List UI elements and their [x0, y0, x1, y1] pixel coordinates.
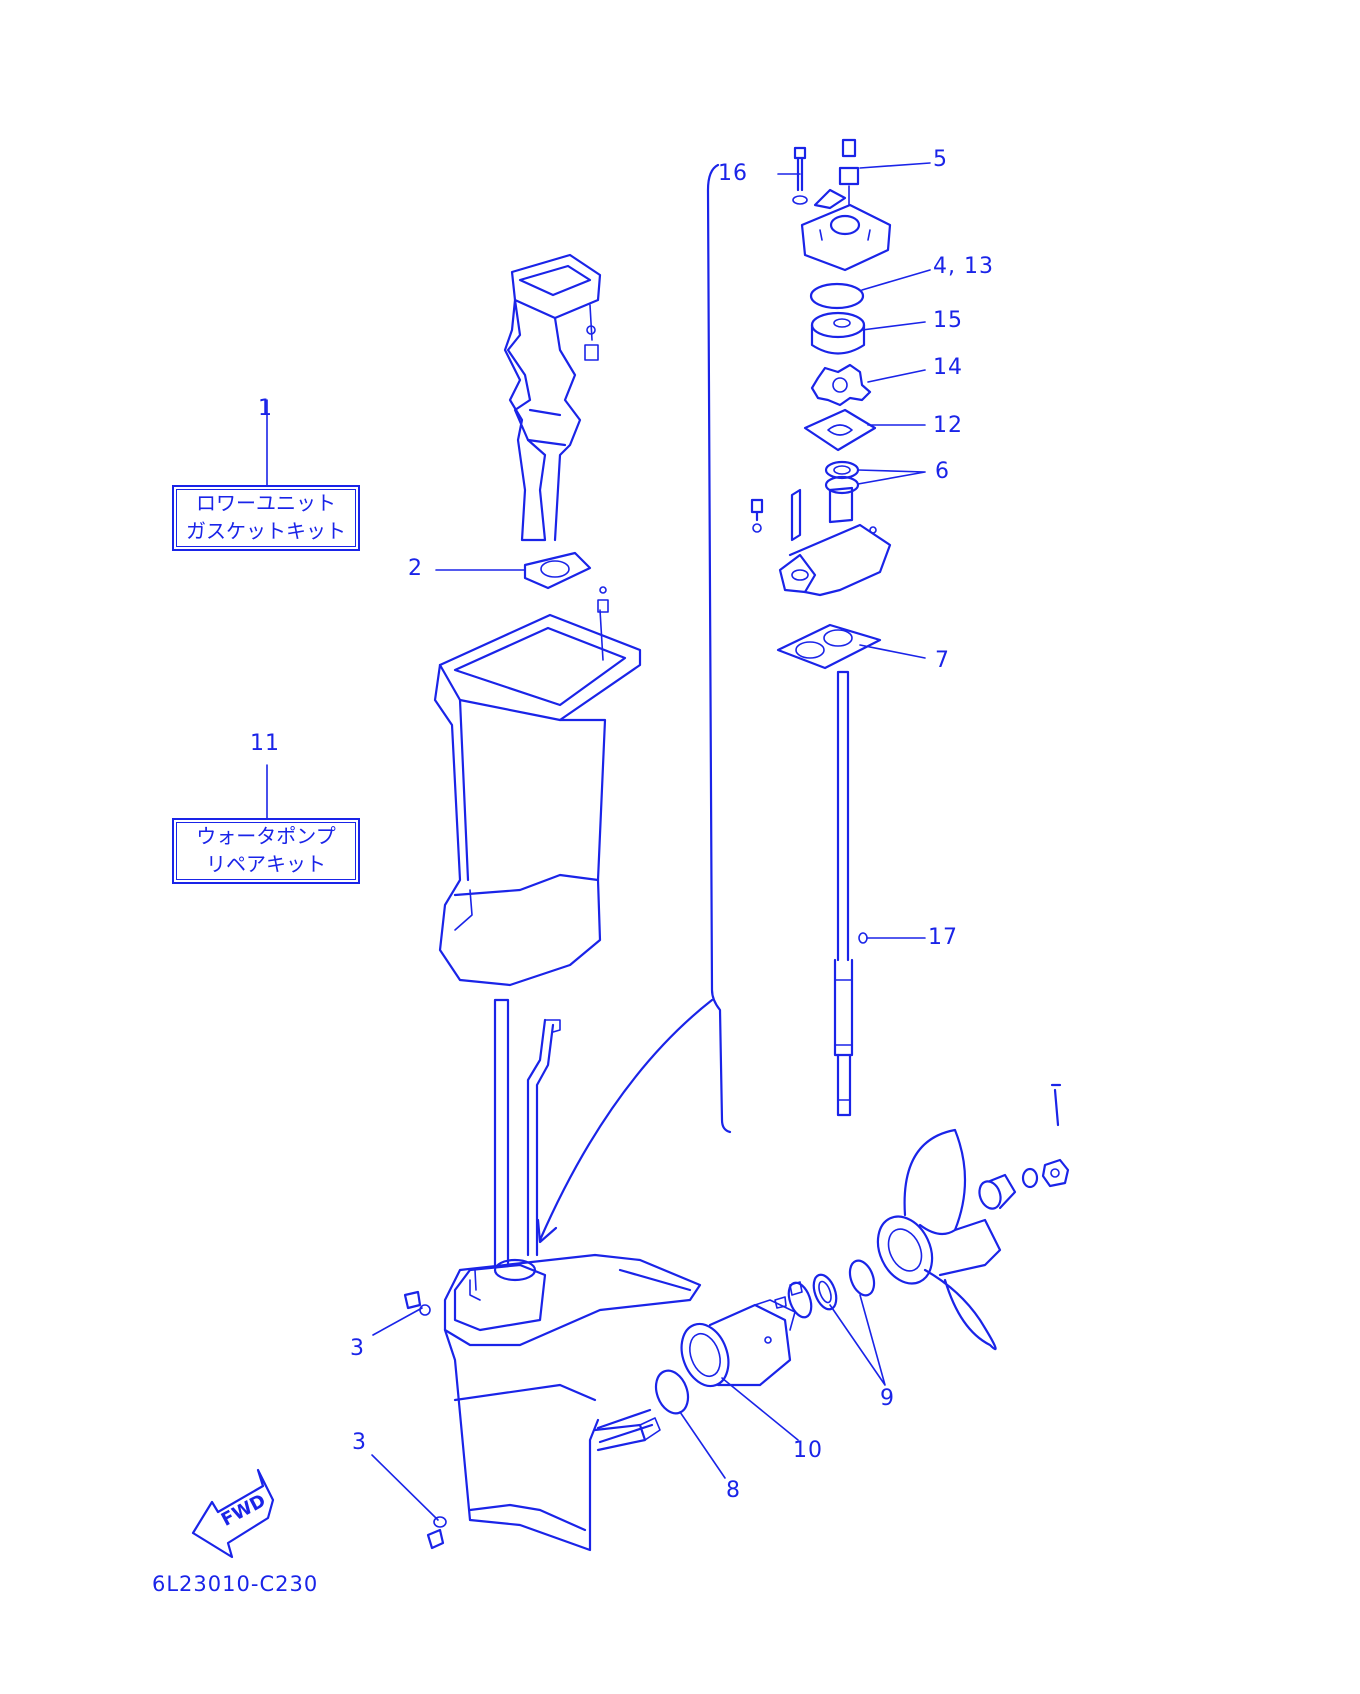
group-bracket [706, 163, 732, 1134]
callout-14: 14 [933, 355, 963, 380]
kit-box-water-pump-repair: ウォータポンプ リペアキット [172, 818, 360, 884]
outer-plate-part-12 [803, 408, 877, 452]
impeller-part-14 [810, 363, 872, 407]
o-ring-part-4-13 [809, 282, 865, 310]
drive-shaft-housing-part [433, 586, 642, 987]
callout-10: 10 [793, 1438, 823, 1463]
callout-3-bottom: 3 [352, 1430, 367, 1455]
plug-part-3b [426, 1516, 447, 1550]
fwd-arrow [191, 1468, 275, 1559]
group-arrowhead [536, 1218, 558, 1244]
kit-box-line: ウォータポンプ [196, 824, 336, 848]
kit-ref-11: 11 [250, 731, 280, 756]
callout-15: 15 [933, 308, 963, 333]
propeller-nut-parts [978, 1083, 1070, 1210]
kit-box-line: ガスケットキット [186, 519, 346, 543]
lower-shafts-part [493, 998, 561, 1267]
lower-unit-casing-part [443, 1253, 702, 1552]
pump-base-part [750, 486, 892, 597]
callout-17: 17 [928, 925, 958, 950]
propeller-shaft [596, 1408, 654, 1444]
insert-cartridge-part-15 [810, 311, 866, 355]
drive-shaft-part-17 [833, 670, 868, 1117]
group-arrow [538, 998, 714, 1242]
callout-8: 8 [726, 1478, 741, 1503]
kit-box-lower-unit-gasket: ロワーユニット ガスケットキット [172, 485, 360, 551]
callout-7: 7 [935, 648, 950, 673]
kit-ref-1: 1 [258, 396, 273, 421]
callout-5: 5 [933, 147, 948, 172]
pump-housing-part [800, 188, 892, 272]
bearing-housing-part-10 [680, 1299, 796, 1388]
callout-3-top: 3 [350, 1336, 365, 1361]
propeller-part [876, 1128, 1002, 1351]
bolt-part-16 [792, 146, 808, 205]
plug-part-3a [403, 1290, 431, 1316]
gasket-part-2 [523, 551, 592, 590]
leader-lines [266, 162, 931, 1521]
kit-box-line: リペアキット [206, 852, 326, 876]
callout-2: 2 [408, 556, 423, 581]
gasket-part-7 [776, 623, 882, 670]
callout-6: 6 [935, 459, 950, 484]
drawing-code: 6L23010-C230 [152, 1572, 319, 1596]
callout-4-13: 4, 13 [933, 254, 994, 279]
kit-box-line: ロワーユニット [196, 491, 336, 515]
o-ring-part-8 [654, 1369, 690, 1415]
callout-9: 9 [880, 1386, 895, 1411]
grommet-part-5 [838, 138, 860, 206]
callout-16: 16 [718, 161, 748, 186]
bearing-part-9 [774, 1259, 876, 1319]
callout-12: 12 [933, 413, 963, 438]
exhaust-guide-part [503, 253, 602, 542]
